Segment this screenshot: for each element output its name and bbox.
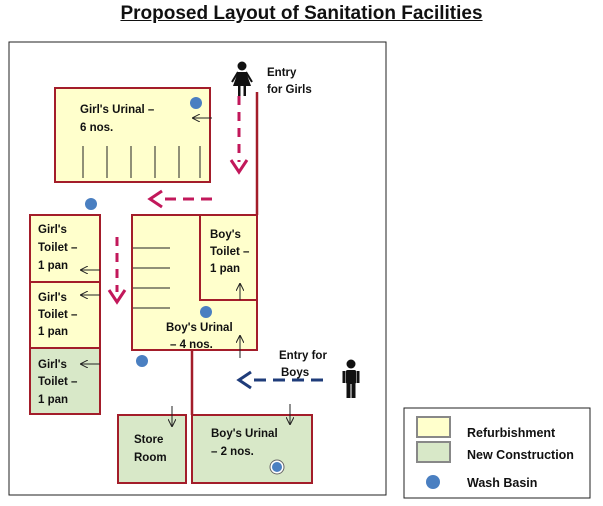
girls-toilet-1-label-1: Girl's (38, 224, 67, 236)
legend: Refurbishment New Construction Wash Basi… (403, 407, 591, 499)
wash-basin-icon (272, 462, 282, 472)
boys-urinal-2-label-2: – 2 nos. (211, 446, 254, 458)
room-boys-toilet: Boy's Toilet – 1 pan (199, 214, 258, 301)
boys-toilet-label-1: Boy's (210, 229, 241, 241)
room-girls-urinal: Girl's Urinal – 6 nos. (54, 87, 212, 183)
store-room-label-2: Room (134, 452, 167, 464)
girls-entry-label-1: Entry (267, 67, 297, 79)
page-title: Proposed Layout of Sanitation Facilities (120, 3, 483, 24)
wash-basin-icon (200, 306, 212, 318)
girls-urinal-label-1: Girl's Urinal – (80, 104, 155, 116)
boys-urinal-4-label-2: – 4 nos. (170, 339, 213, 351)
legend-swatch-refurbishment (416, 416, 451, 438)
legend-box (403, 407, 591, 499)
room-boys-urinal-2: Boy's Urinal – 2 nos. (191, 404, 313, 484)
room-girls-toilet-2: Girl's Toilet – 1 pan (29, 281, 101, 349)
legend-label-refurbishment: Refurbishment (467, 426, 556, 440)
legend-label-wash-basin: Wash Basin (467, 476, 537, 490)
female-figure-icon (231, 61, 253, 96)
girls-toilet-2-label-3: 1 pan (38, 326, 68, 338)
girls-toilet-1-label-2: Toilet – (38, 242, 78, 254)
girls-toilet-2-label-1: Girl's (38, 292, 67, 304)
boys-urinal-2-label-1: Boy's Urinal (211, 428, 278, 440)
site-boundary (8, 41, 387, 496)
girls-route-arrows (107, 96, 249, 305)
room-girls-toilet-3: Girl's Toilet – 1 pan (29, 347, 101, 415)
boys-route-arrow (236, 370, 323, 390)
room-store: Store Room (117, 406, 187, 484)
girls-toilet-3-label-2: Toilet – (38, 376, 78, 388)
girls-toilet-3-label-3: 1 pan (38, 394, 68, 406)
girls-toilet-2-label-2: Toilet – (38, 309, 78, 321)
store-room-label-1: Store (134, 434, 163, 446)
boys-toilet-label-2: Toilet – (210, 246, 250, 258)
boys-entry-label-1: Entry for (279, 350, 327, 362)
room-girls-toilet-1: Girl's Toilet – 1 pan (29, 214, 101, 283)
girls-toilet-3-label-1: Girl's (38, 359, 67, 371)
boys-toilet-label-3: 1 pan (210, 263, 240, 275)
wash-basin-icon (190, 97, 202, 109)
boys-urinal-4-label-1: Boy's Urinal (166, 322, 233, 334)
wash-basin-icon (85, 198, 97, 210)
wash-basin-icon (426, 475, 440, 489)
male-figure-icon (342, 359, 360, 398)
boys-entry-label-2: Boys (281, 367, 309, 379)
girls-toilet-1-label-3: 1 pan (38, 260, 68, 272)
legend-swatch-new-construction (416, 441, 451, 463)
girls-entry-label-2: for Girls (267, 84, 312, 96)
legend-label-new-construction: New Construction (467, 448, 574, 462)
girls-urinal-label-2: 6 nos. (80, 122, 113, 134)
wash-basin-icon (136, 355, 148, 367)
